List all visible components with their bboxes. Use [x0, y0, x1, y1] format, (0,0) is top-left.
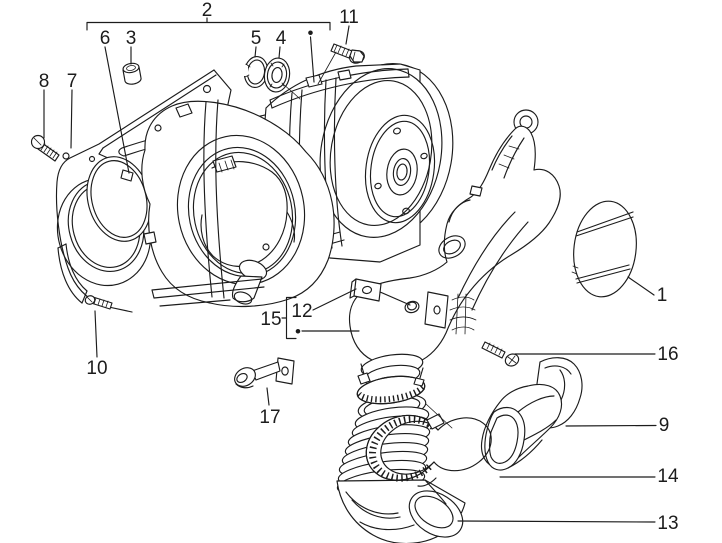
part-screw-10 [84, 295, 113, 310]
group-2-bullet: • [308, 24, 314, 43]
diagram-artwork [30, 43, 637, 543]
callout-leaders [43, 17, 657, 523]
part-clamp-lower [365, 413, 492, 487]
part-screw-8 [30, 134, 60, 162]
leader-12 [312, 288, 411, 311]
callout-3: 3 [126, 28, 137, 49]
leader-bullet-2 [309, 36, 315, 83]
callout-10: 10 [86, 358, 107, 379]
leader-10 [94, 310, 98, 358]
part-clamp-upper [356, 372, 426, 405]
part-oval-cover [571, 200, 637, 298]
leader-6 [104, 46, 130, 174]
part-bracket-strap [234, 357, 295, 389]
part-bushing-3 [122, 62, 142, 85]
leader-screw-11-aux [317, 51, 337, 85]
callout-8: 8 [39, 71, 50, 92]
callout-11: 11 [339, 7, 359, 28]
leader-11 [345, 25, 350, 45]
callout-2: 2 [202, 0, 213, 21]
group-15-bullet: • [295, 322, 301, 341]
part-inner-cover [141, 99, 335, 308]
callout-17: 17 [259, 407, 280, 428]
callout-1: 1 [657, 285, 668, 306]
callout-14: 14 [657, 466, 679, 487]
leader-7 [70, 89, 73, 149]
leader-1 [627, 276, 655, 296]
leader-13 [457, 520, 656, 523]
leader-17 [266, 387, 270, 406]
leader-bearing-aux [282, 83, 301, 100]
part-screw-11 [330, 43, 365, 64]
callout-labels: 2 6 3 5 4 11 8 7 10 15 12 17 1 16 9 14 1… [39, 0, 679, 534]
group-bracket-15 [281, 296, 297, 340]
callout-15: 15 [260, 309, 281, 330]
callout-16: 16 [657, 344, 678, 365]
group-bracket-2 [86, 17, 331, 31]
leader-5 [254, 46, 257, 58]
callout-13: 13 [657, 513, 678, 534]
part-screw-16 [481, 341, 520, 367]
callout-12: 12 [291, 301, 312, 322]
part-intake-snorkel [480, 357, 583, 471]
part-clip-12 [349, 278, 382, 302]
callout-5: 5 [251, 28, 262, 49]
leader-14-link [425, 403, 453, 429]
callout-7: 7 [67, 71, 78, 92]
part-bellows-hose [336, 393, 466, 543]
leader-4 [278, 46, 281, 59]
callout-6: 6 [100, 28, 111, 49]
leader-9 [565, 424, 657, 427]
callout-4: 4 [276, 28, 287, 49]
callout-9: 9 [659, 415, 670, 436]
